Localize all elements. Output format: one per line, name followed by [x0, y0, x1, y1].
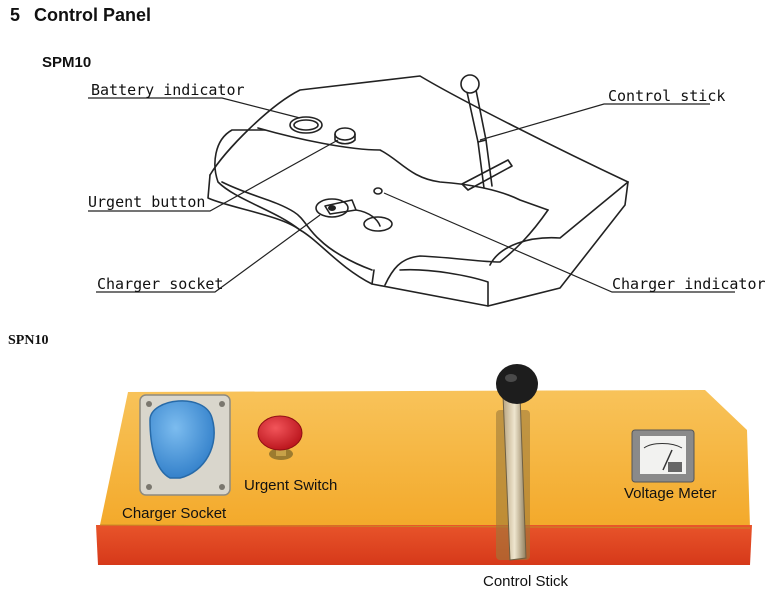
- voltage-meter-graphic: [631, 429, 695, 483]
- control-stick-graphic: [496, 364, 538, 561]
- section-number: 5: [10, 5, 21, 25]
- spn10-control-stick-label: Control Stick: [483, 573, 569, 590]
- urgent-switch-graphic: [257, 415, 303, 460]
- spn10-model-title: SPN10: [8, 333, 49, 348]
- panel-front-strip: [96, 525, 752, 565]
- spn10-urgent-switch-label: Urgent Switch: [244, 477, 338, 494]
- spn10-voltage-meter-label: Voltage Meter: [624, 485, 717, 502]
- spm10-model-title: SPM10: [42, 54, 92, 71]
- spn10-charger-socket-label: Charger Socket: [122, 505, 227, 522]
- charger-socket-label: Charger socket: [97, 275, 224, 293]
- urgent-button-label: Urgent button: [88, 193, 206, 211]
- charger-indicator-label: Charger indicator: [612, 275, 766, 293]
- control-stick-label: Control stick: [608, 87, 726, 105]
- section-title: Control Panel: [34, 5, 152, 25]
- section-heading: 5 Control Panel: [10, 5, 151, 26]
- battery-indicator-label: Battery indicator: [91, 81, 245, 99]
- charger-socket-graphic: [139, 394, 231, 496]
